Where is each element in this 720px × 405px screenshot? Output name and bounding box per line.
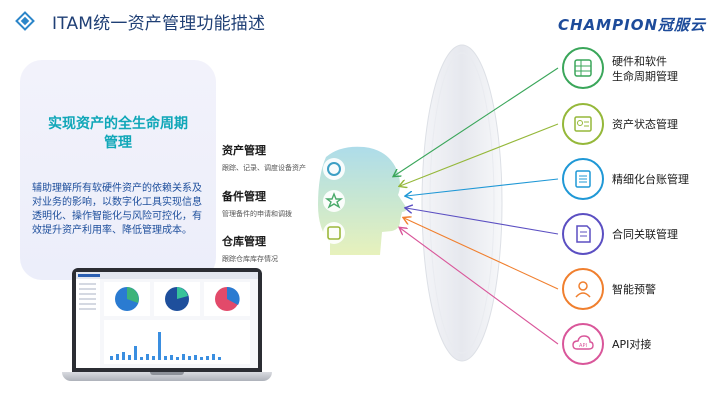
laptop-mockup	[62, 268, 272, 388]
module-title: 资产管理	[222, 144, 266, 157]
module-spare-parts: 备件管理 管理备件的申请和调拨	[222, 188, 292, 219]
title-diamond-icon	[15, 11, 35, 31]
lens-shape	[421, 44, 503, 362]
svg-text:API: API	[579, 343, 587, 349]
module-title: 仓库管理	[222, 235, 266, 248]
feature-label: 资产状态管理	[612, 118, 678, 131]
brand-logo: CHAMPION冠服云	[558, 16, 706, 34]
laptop-base	[62, 372, 272, 381]
puzzle-icon	[323, 222, 345, 244]
feature-label: API对接	[612, 338, 652, 351]
page-title: ITAM统一资产管理功能描述	[52, 14, 266, 34]
contract-icon	[562, 213, 604, 255]
arrow-1	[394, 67, 559, 176]
arrow-6	[400, 228, 559, 345]
gear-icon	[323, 158, 345, 180]
arrow-2	[400, 123, 559, 186]
star-icon	[323, 190, 345, 212]
module-asset: 资产管理 跟踪、记录、调度设备资产	[222, 142, 306, 173]
alert-person-icon	[562, 268, 604, 310]
api-cloud-icon: API	[562, 323, 604, 365]
ai-head-illustration	[318, 146, 407, 255]
arrow-5	[404, 218, 559, 290]
feature-label: 合同关联管理	[612, 228, 678, 241]
feature-label: 硬件和软件 生命周期管理	[612, 55, 678, 83]
card-description: 辅助理解所有软硬件资产的依赖关系及对业务的影响，以数字化工具实现信息透明化、操作…	[32, 183, 202, 236]
arrow-4	[406, 208, 559, 235]
module-title: 备件管理	[222, 190, 266, 203]
card-heading: 实现资产的全生命周期 管理	[48, 116, 188, 151]
module-subtitle: 跟踪仓库库存情况	[222, 255, 278, 263]
feature-label: 智能预警	[612, 283, 656, 296]
arrow-3	[406, 178, 559, 196]
laptop-notch	[150, 372, 184, 375]
laptop-screen	[72, 268, 262, 372]
server-icon	[562, 47, 604, 89]
module-subtitle: 跟踪、记录、调度设备资产	[222, 164, 306, 172]
list-icon	[562, 158, 604, 200]
summary-card: 实现资产的全生命周期 管理 辅助理解所有软硬件资产的依赖关系及对业务的影响，以数…	[20, 60, 216, 280]
module-subtitle: 管理备件的申请和调拨	[222, 210, 292, 218]
module-warehouse: 仓库管理 跟踪仓库库存情况	[222, 233, 278, 264]
feature-label: 精细化台账管理	[612, 173, 689, 186]
dashboard-preview	[76, 272, 258, 368]
status-board-icon	[562, 103, 604, 145]
